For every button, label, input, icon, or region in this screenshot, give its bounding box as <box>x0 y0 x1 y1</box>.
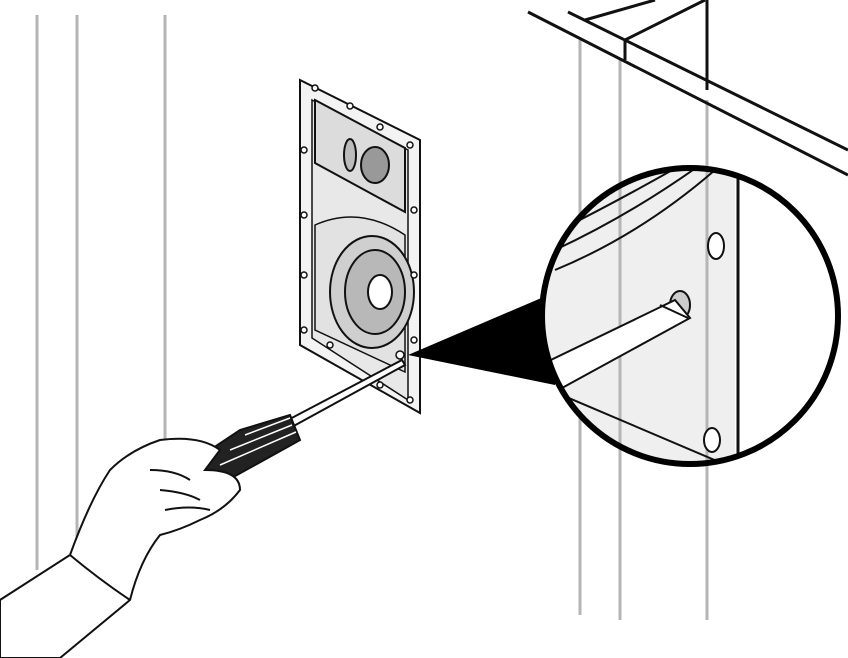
speaker-panel <box>299 78 421 415</box>
screwdriver-tip-zoom <box>542 298 692 402</box>
ceiling-joist <box>527 0 848 177</box>
callout-cone <box>408 290 560 385</box>
hand <box>0 437 242 658</box>
tweeter-section <box>314 98 406 214</box>
zoom-callout <box>539 165 841 467</box>
